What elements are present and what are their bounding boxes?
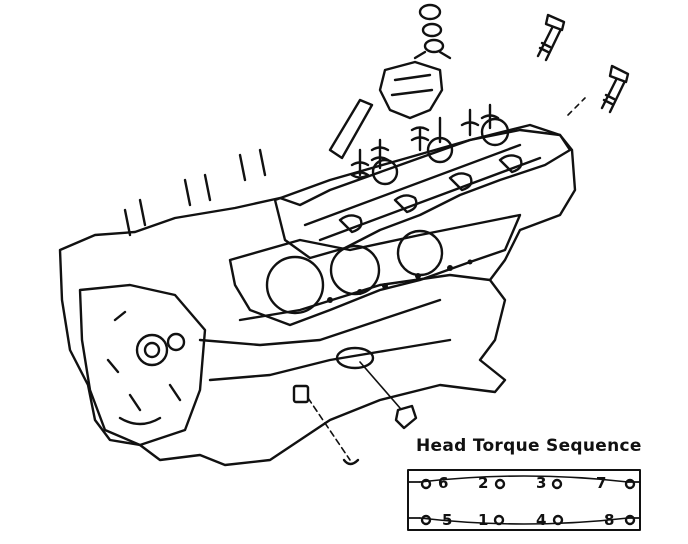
rocker-nuts — [413, 3, 452, 60]
valve-springs — [350, 103, 510, 186]
pushrod — [328, 98, 374, 160]
torque-order-label: 2 — [478, 474, 489, 492]
head-bolt-1 — [536, 13, 566, 62]
torque-inset — [407, 469, 641, 531]
torque-sequence-title: Head Torque Sequence — [416, 436, 642, 456]
torque-order-label: 1 — [478, 511, 489, 529]
head-bolt-2 — [600, 64, 630, 114]
torque-order-label: 3 — [536, 474, 547, 492]
engine-block — [58, 128, 577, 467]
side-fitting — [292, 384, 360, 466]
torque-order-label: 8 — [604, 511, 615, 529]
cylinder-head — [273, 123, 572, 260]
torque-order-label: 5 — [442, 511, 453, 529]
torque-order-label: 6 — [438, 474, 449, 492]
filter-boss — [335, 346, 375, 370]
torque-order-label: 4 — [536, 511, 547, 529]
freeze-plug — [359, 361, 418, 430]
torque-order-label: 7 — [596, 474, 607, 492]
gasket-bore-1 — [265, 255, 325, 315]
timing-cover — [78, 283, 207, 447]
rocker-arm-stack — [378, 60, 444, 120]
crank-pulley-hub — [135, 333, 169, 367]
gasket-bore-3 — [396, 229, 444, 277]
